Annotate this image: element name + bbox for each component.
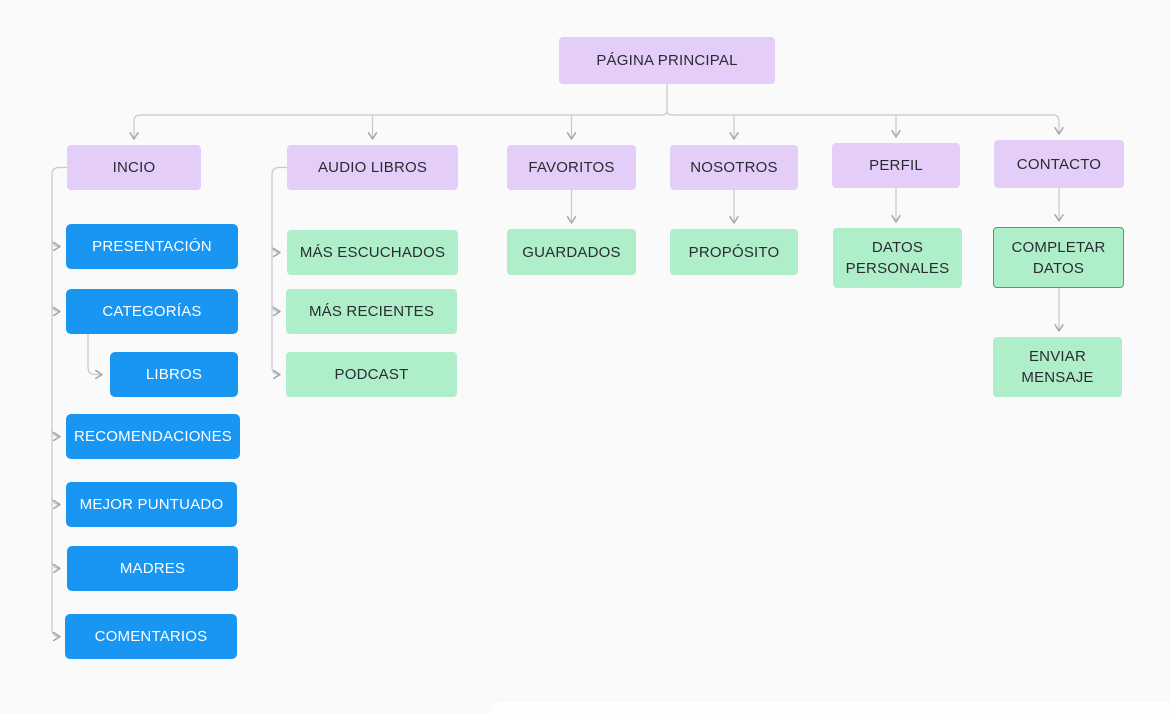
node-enviar-mensaje[interactable]: ENVIAR MENSAJE <box>993 337 1122 397</box>
edge-branch-mas-escuchados <box>271 244 281 258</box>
node-inicio[interactable]: INCIO <box>67 145 201 190</box>
node-audio-libros[interactable]: AUDIO LIBROS <box>287 145 458 190</box>
node-podcast[interactable]: PODCAST <box>286 352 457 397</box>
edge-inicio-spine <box>51 166 67 642</box>
node-completar-datos[interactable]: COMPLETAR DATOS <box>993 227 1124 288</box>
node-proposito[interactable]: PROPÓSITO <box>670 229 798 275</box>
edge-categorias-libros <box>87 334 103 380</box>
node-presentacion[interactable]: PRESENTACIÓN <box>66 224 238 269</box>
node-comentarios[interactable]: COMENTARIOS <box>65 614 237 659</box>
node-madres[interactable]: MADRES <box>67 546 238 591</box>
edge-branch-mejor-puntuado <box>51 496 61 510</box>
node-favoritos[interactable]: FAVORITOS <box>507 145 636 190</box>
edge-branch-recomendaciones <box>51 428 61 442</box>
node-mas-recientes[interactable]: MÁS RECIENTES <box>286 289 457 334</box>
node-perfil[interactable]: PERFIL <box>832 143 960 188</box>
node-libros[interactable]: LIBROS <box>110 352 238 397</box>
node-mejor-puntuado[interactable]: MEJOR PUNTUADO <box>66 482 237 527</box>
edge-branch-presentacion <box>51 238 61 252</box>
edge-rail-right-to-contacto <box>666 110 1064 135</box>
edge-branch-categorias <box>51 303 61 317</box>
edge-audio-spine <box>271 166 287 380</box>
edge-branch-madres <box>51 560 61 574</box>
node-pagina-principal[interactable]: PÁGINA PRINCIPAL <box>559 37 775 84</box>
node-categorias[interactable]: CATEGORÍAS <box>66 289 238 334</box>
edge-rail-left-to-inicio <box>129 110 668 140</box>
bottom-panel-edge <box>488 702 1171 714</box>
node-nosotros[interactable]: NOSOTROS <box>670 145 798 190</box>
edge-branch-mas-recientes <box>271 303 281 317</box>
node-recomendaciones[interactable]: RECOMENDACIONES <box>66 414 240 459</box>
node-datos-personales[interactable]: DATOS PERSONALES <box>833 228 962 288</box>
node-contacto[interactable]: CONTACTO <box>994 140 1124 188</box>
node-mas-escuchados[interactable]: MÁS ESCUCHADOS <box>287 230 458 275</box>
node-guardados[interactable]: GUARDADOS <box>507 229 636 275</box>
